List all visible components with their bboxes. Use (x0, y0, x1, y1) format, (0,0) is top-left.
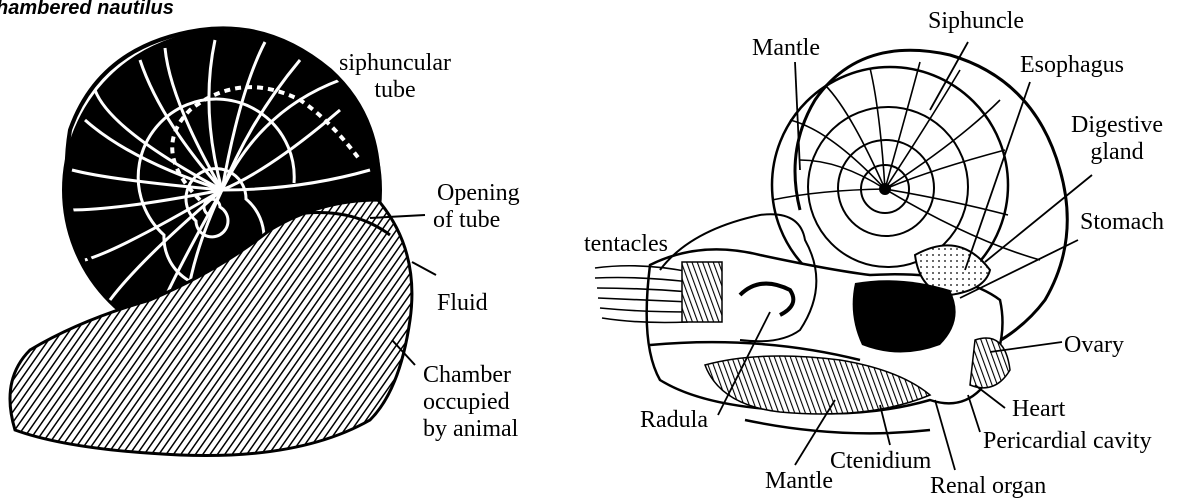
label-renal-organ: Renal organ (930, 473, 1046, 500)
label-ctenidium: Ctenidium (830, 448, 931, 475)
label-chamber-line1: Chamber (423, 362, 518, 389)
label-esophagus: Esophagus (1020, 52, 1124, 79)
label-chamber-occupied: Chamber occupied by animal (423, 362, 518, 443)
stomach-shape (853, 280, 956, 352)
label-heart: Heart (1012, 396, 1065, 423)
label-opening-of-tube: Opening of tube (437, 180, 520, 234)
label-siphuncular-tube: siphuncular tube (326, 50, 464, 104)
label-mantle-bottom: Mantle (765, 468, 833, 495)
label-digestive-line2: gland (1062, 139, 1172, 166)
label-digestive-gland: Digestive gland (1062, 112, 1172, 166)
label-opening-line1: Opening (437, 180, 520, 207)
label-pericardial-cavity: Pericardial cavity (983, 428, 1152, 455)
label-chamber-line3: by animal (423, 416, 518, 443)
label-tentacles: tentacles (584, 231, 668, 258)
label-mantle-top: Mantle (752, 35, 820, 62)
label-ovary: Ovary (1064, 332, 1124, 359)
label-stomach: Stomach (1080, 209, 1164, 236)
label-siphuncle: Siphuncle (928, 8, 1024, 35)
label-opening-line2: of tube (433, 207, 520, 234)
label-chamber-line2: occupied (423, 389, 518, 416)
label-digestive-line1: Digestive (1062, 112, 1172, 139)
heart-shape (970, 338, 1010, 388)
label-radula: Radula (640, 407, 708, 434)
label-siphuncular-line1: siphuncular (326, 50, 464, 77)
label-siphuncular-line2: tube (326, 77, 464, 104)
label-fluid: Fluid (437, 290, 488, 317)
